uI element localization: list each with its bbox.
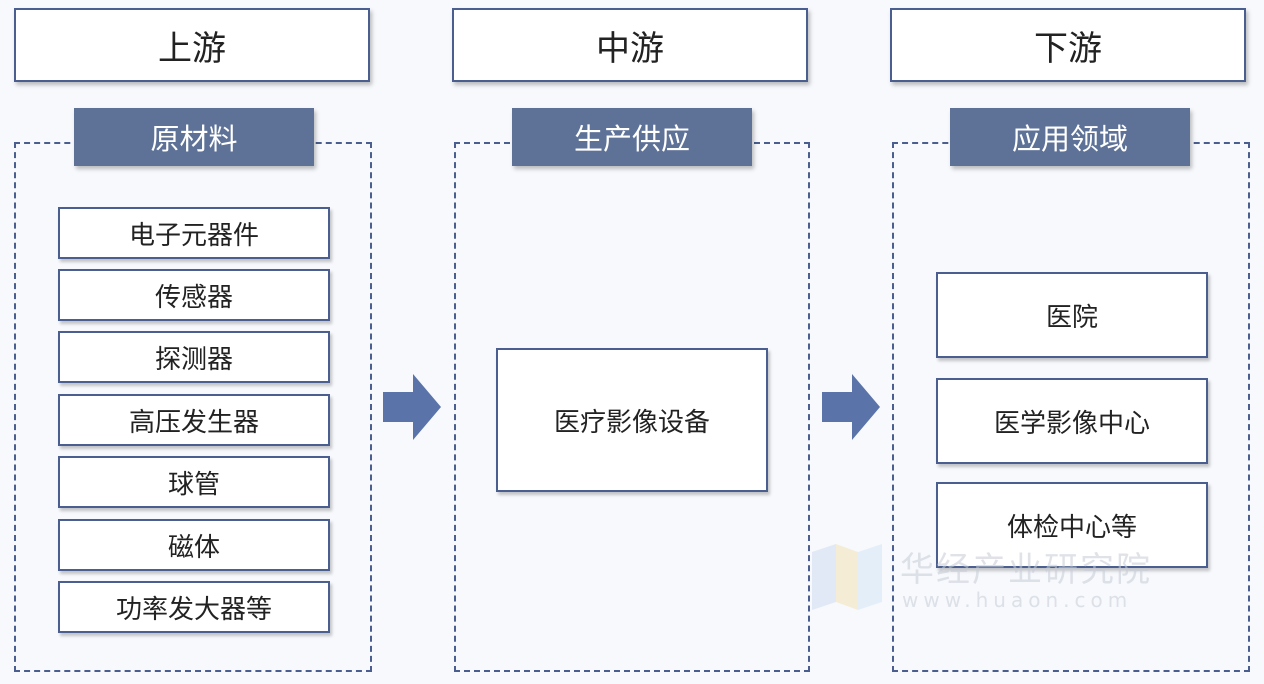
production-supply-title: 生产供应 (512, 108, 752, 166)
raw-material-item: 功率发大器等 (58, 581, 330, 633)
raw-material-item: 磁体 (58, 519, 330, 571)
stage-header-downstream: 下游 (890, 8, 1246, 82)
application-fields-title: 应用领域 (950, 108, 1190, 166)
stage-header-upstream: 上游 (14, 8, 370, 82)
application-field-item: 医院 (936, 272, 1208, 358)
raw-materials-title: 原材料 (74, 108, 314, 166)
stage-header-midstream: 中游 (452, 8, 808, 82)
application-field-item: 体检中心等 (936, 482, 1208, 568)
raw-material-item: 探测器 (58, 331, 330, 383)
raw-material-item: 球管 (58, 456, 330, 508)
raw-material-item: 电子元器件 (58, 207, 330, 259)
raw-material-item: 高压发生器 (58, 394, 330, 446)
huaon-logo-icon (812, 544, 882, 610)
flow-arrow-upstream-to-midstream (383, 374, 441, 440)
flow-arrow-midstream-to-downstream (822, 374, 880, 440)
production-supply-item: 医疗影像设备 (496, 348, 768, 492)
application-field-item: 医学影像中心 (936, 378, 1208, 464)
raw-material-item: 传感器 (58, 269, 330, 321)
